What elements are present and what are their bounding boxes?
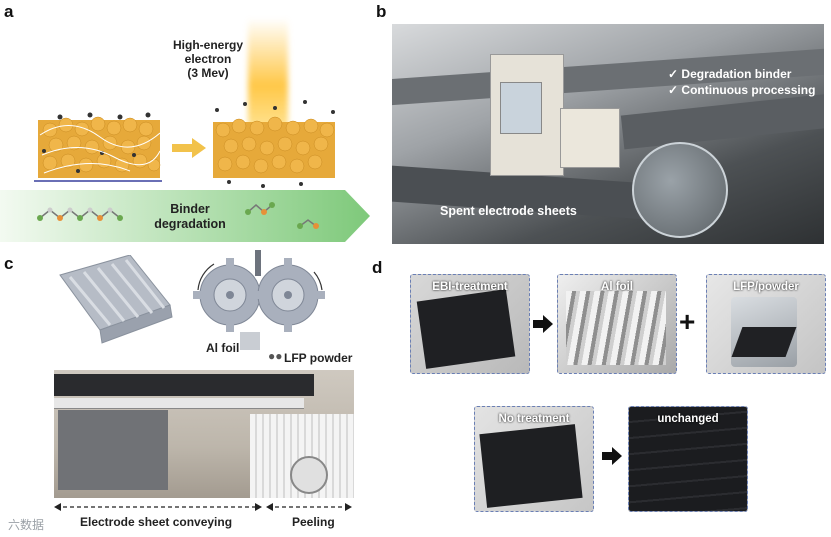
bullet-degradation: ✓ Degradation binder	[668, 66, 815, 82]
panel-letter-c: c	[4, 254, 13, 274]
electrode-block-after	[205, 90, 345, 190]
lfp-dots-icon: ●●	[268, 349, 283, 363]
peeling-label: Peeling	[292, 515, 335, 529]
peeling-machine-photo	[54, 370, 354, 498]
bullet-text-2: Continuous processing	[681, 83, 815, 97]
panel-letter-b: b	[376, 2, 386, 22]
treated-electrode	[417, 289, 516, 369]
check-icon: ✓	[668, 67, 678, 81]
gear-roller	[50, 255, 180, 350]
bullet-text-1: Degradation binder	[681, 67, 791, 81]
control-console	[560, 108, 620, 168]
panel-letter-d: d	[372, 258, 382, 278]
ebi-treatment-label: EBI-treatment	[411, 281, 529, 293]
lfp-powder-photo-label: LFP/powder	[707, 281, 825, 293]
lfp-powder-photo: LFP/powder	[706, 274, 826, 374]
binder-degradation-label: Binder degradation	[150, 202, 230, 232]
check-icon: ✓	[668, 83, 678, 97]
unchanged-photo: unchanged	[628, 406, 748, 512]
ebi-machine-window	[500, 82, 542, 134]
plus-sign: +	[679, 306, 695, 338]
al-foil-sheet	[240, 332, 260, 350]
transform-arrow	[172, 138, 206, 158]
unchanged-label: unchanged	[629, 413, 747, 425]
electrode-block-before	[30, 95, 170, 185]
conveyor-rail	[54, 398, 304, 409]
panel-b-bullets: ✓ Degradation binder ✓ Continuous proces…	[668, 66, 815, 98]
arrow-right-icon	[533, 315, 553, 333]
spent-sheets-caption: Spent electrode sheets	[440, 204, 577, 218]
machine-base	[58, 410, 168, 490]
crumpled-foil	[566, 291, 666, 365]
untreated-electrode	[479, 424, 582, 508]
lfp-powder	[732, 327, 797, 357]
beam-energy: (3 Mev)	[148, 66, 268, 80]
al-foil-label: Al foil	[206, 341, 239, 355]
conveying-label: Electrode sheet conveying	[80, 515, 232, 529]
watermark: 六数据	[8, 516, 44, 533]
motor-disc	[290, 456, 328, 494]
peeling-gears	[188, 250, 328, 340]
process-arrows	[54, 500, 354, 514]
no-treatment-photo: No treatment	[474, 406, 594, 512]
ebi-treatment-photo: EBI-treatment	[410, 274, 530, 374]
lfp-powder-label: LFP powder	[284, 351, 352, 365]
arrow-label-line2: degradation	[150, 217, 230, 232]
panel-letter-a: a	[4, 2, 13, 22]
no-treatment-label: No treatment	[475, 413, 593, 425]
al-foil-photo-label: Al foil	[558, 281, 676, 293]
conveyor-belt-right	[621, 93, 824, 150]
magnifier-circle	[632, 142, 728, 238]
beam-title: High-energy electron	[148, 38, 268, 66]
bullet-continuous: ✓ Continuous processing	[668, 82, 815, 98]
beam-label: High-energy electron (3 Mev)	[148, 38, 268, 80]
arrow-right-icon	[602, 447, 622, 465]
al-foil-photo: Al foil	[557, 274, 677, 374]
arrow-label-line1: Binder	[150, 202, 230, 217]
electrode-sheets	[54, 374, 314, 396]
